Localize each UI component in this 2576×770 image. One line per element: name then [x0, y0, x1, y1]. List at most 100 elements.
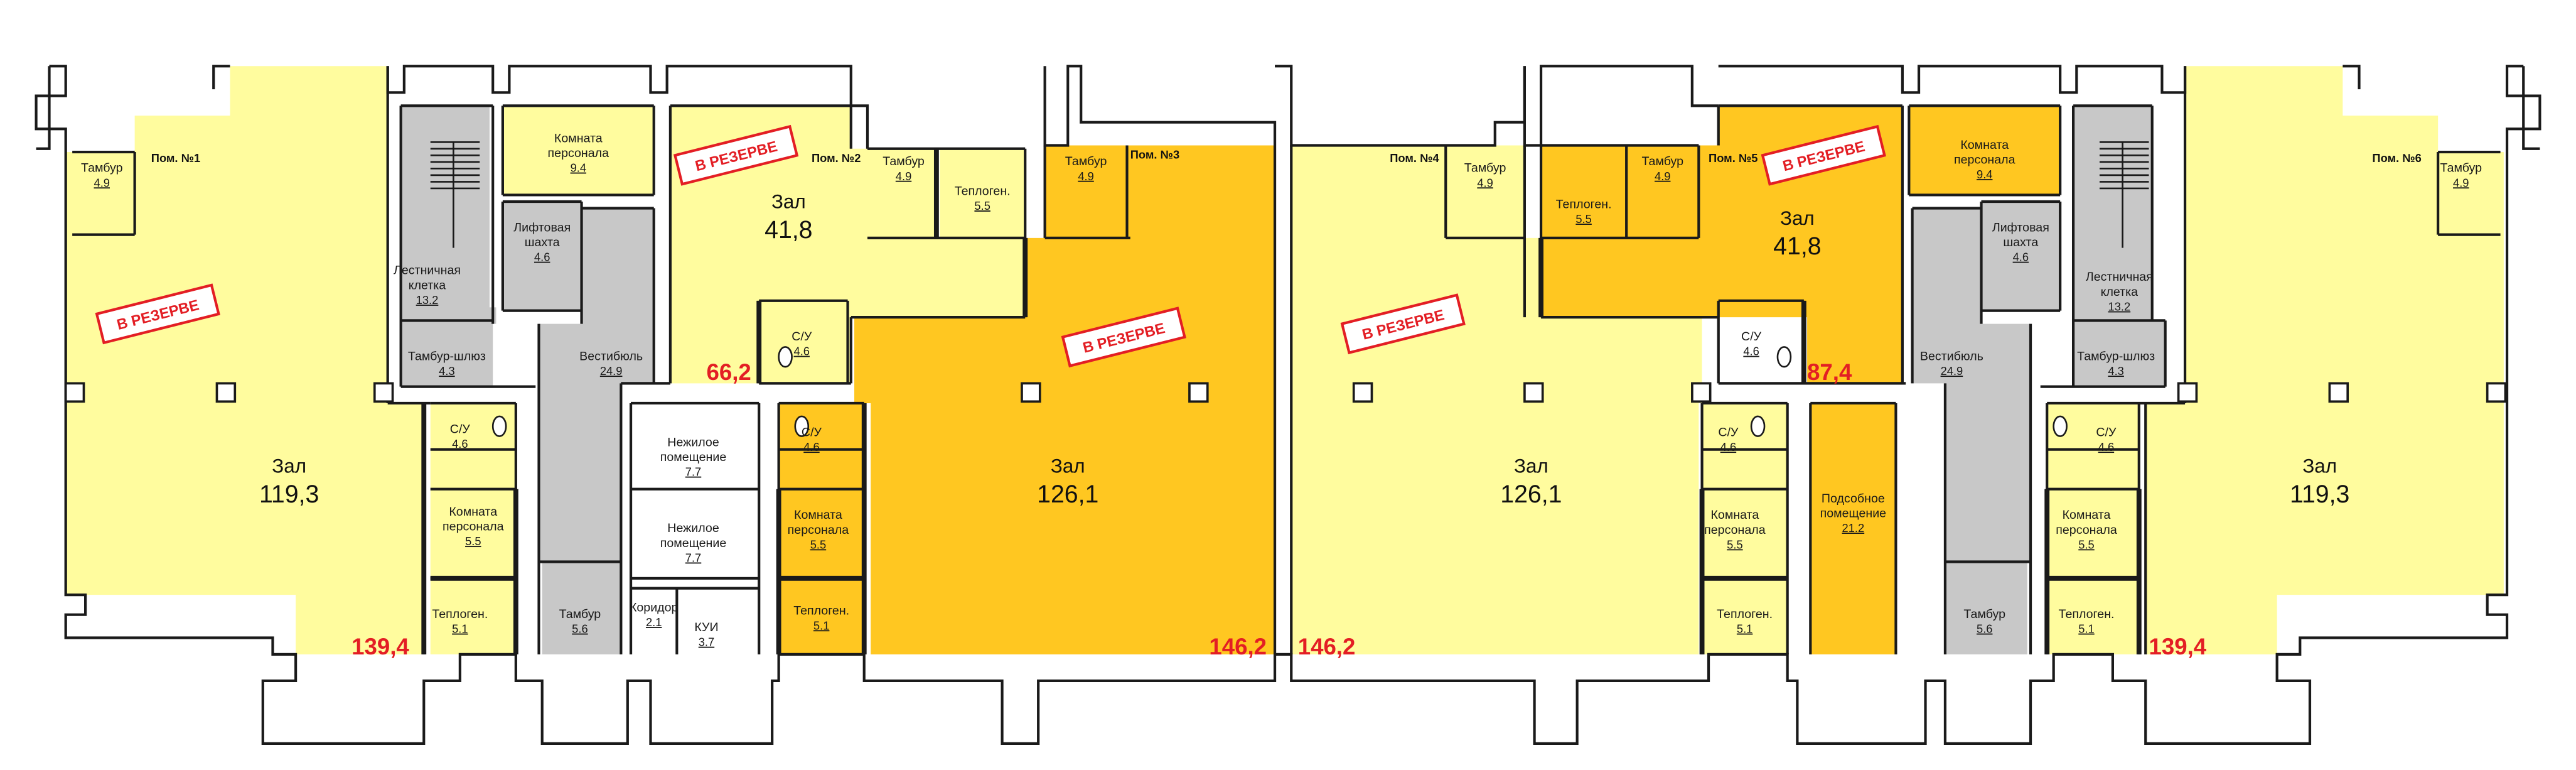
- room-area: 5.1: [1737, 622, 1752, 636]
- unit-label: Пом. №3: [1130, 148, 1179, 161]
- column: [373, 382, 394, 403]
- column: [1352, 382, 1373, 403]
- unit-6-fill[interactable]: [2145, 66, 2504, 654]
- room-area: 4.9: [1078, 170, 1093, 183]
- room-area: 4.6: [534, 251, 550, 264]
- room-name: персонала: [2056, 523, 2117, 537]
- reserve-stamp-border: [673, 124, 799, 186]
- hall-area: 126,1: [1037, 480, 1098, 508]
- column: [1691, 382, 1712, 403]
- top-wall-g: [1718, 65, 2187, 94]
- column: [2177, 382, 2198, 403]
- thick-walls: [421, 148, 2142, 654]
- unit-5-staff-fill[interactable]: [1909, 106, 2061, 195]
- room-name: Тамбур: [1065, 155, 1107, 168]
- room-name: персонала: [1954, 153, 2015, 166]
- unit-5-utility-fill[interactable]: [1810, 403, 1896, 654]
- room-area: 3.7: [699, 636, 714, 649]
- room-area: 4.6: [452, 437, 468, 450]
- tambour-4-fill: [1446, 145, 1525, 238]
- top-wall-right: [2522, 66, 2540, 150]
- room-area: 24.9: [600, 364, 623, 377]
- unit-3-fill[interactable]: [854, 145, 1275, 654]
- hall-name: Зал: [272, 455, 306, 477]
- room-name: клетка: [2101, 285, 2138, 299]
- room-name: персонала: [788, 523, 849, 537]
- lift-left-gray: [502, 201, 582, 311]
- room-labels: Тамбур4.9Лестничнаяклетка13.2Тамбур-шлюз…: [81, 131, 2482, 659]
- room-area: 9.4: [571, 161, 586, 175]
- room-name: Комната: [794, 508, 842, 522]
- room-area: 5.6: [572, 622, 588, 636]
- toilet-icons: [491, 346, 2068, 437]
- room-area: 5.5: [1575, 212, 1591, 225]
- hall-area: 126,1: [1500, 480, 1562, 508]
- room-name: помещение: [660, 450, 727, 464]
- unit-total-area: 66,2: [706, 359, 751, 385]
- room-name: Тамбур: [1963, 607, 2005, 621]
- room-name: персонала: [443, 519, 504, 533]
- room-area: 5.5: [974, 199, 990, 212]
- room-name: Комната: [449, 505, 497, 519]
- top-wall-left: [36, 66, 51, 150]
- column: [2328, 382, 2349, 403]
- unit-4-rooms-fill[interactable]: [1702, 403, 1788, 654]
- top-wall-a: [212, 65, 230, 90]
- unit-label: Пом. №5: [1709, 151, 1758, 165]
- room-name: Комната: [554, 131, 603, 145]
- unit-label: Пом. №2: [812, 151, 861, 165]
- room-name: помещение: [1820, 506, 1887, 520]
- room-area: 7.7: [685, 551, 701, 564]
- toilet-icon: [1776, 346, 1792, 368]
- room-area: 13.2: [2108, 300, 2131, 313]
- unit-1-fill[interactable]: [65, 66, 424, 654]
- column: [2486, 382, 2507, 403]
- room-area: 4.6: [2013, 251, 2029, 264]
- room-name: клетка: [409, 278, 446, 292]
- room-name: Теплоген.: [2059, 607, 2115, 621]
- room-area: 5.5: [1727, 538, 1742, 551]
- reserve-stamp-border: [95, 283, 220, 345]
- top-wall-b: [386, 65, 852, 106]
- hall-name: Зал: [2302, 455, 2337, 477]
- room-name: КУИ: [694, 621, 718, 634]
- room-area: 5.1: [2078, 622, 2094, 636]
- column: [1021, 382, 1041, 403]
- tambour-1-fill: [72, 152, 135, 235]
- room-name: С/У: [792, 330, 812, 344]
- unit-6-rooms-fill[interactable]: [2047, 403, 2139, 654]
- room-area: 4.9: [1477, 176, 1493, 189]
- tambour-lock-left-gray: [400, 320, 493, 387]
- unit-3-wc-fill[interactable]: [778, 403, 864, 654]
- top-wall-h: [2343, 65, 2361, 90]
- hall-area: 119,3: [2290, 480, 2349, 508]
- core-right-gray: [2073, 106, 2152, 324]
- hall-area: 41,8: [1773, 232, 1821, 260]
- core-left-gray: [400, 106, 496, 324]
- room-name: Коридор: [630, 600, 679, 614]
- hall-area: 119,3: [259, 480, 319, 508]
- room-name: персонала: [1704, 523, 1766, 537]
- hall-name: Зал: [1780, 207, 1815, 229]
- room-area: 5.5: [465, 534, 481, 548]
- room-name: Тамбур: [1641, 155, 1683, 168]
- room-area: 4.9: [2453, 176, 2469, 189]
- unit-4-fill[interactable]: [1291, 145, 1702, 654]
- vestibule-left-gray: [539, 208, 654, 562]
- room-area: 4.3: [439, 364, 454, 377]
- room-area: 2.1: [646, 615, 662, 629]
- tambour-5-fill: [1629, 145, 1699, 238]
- room-area: 4.6: [1743, 345, 1759, 358]
- room-area: 4.6: [803, 440, 819, 453]
- toilet-icon: [1750, 415, 1766, 437]
- hall-name: Зал: [1514, 455, 1548, 477]
- tambour-left-bottom-gray: [542, 561, 621, 654]
- unit-label: Пом. №6: [2372, 151, 2421, 165]
- room-name: помещение: [660, 536, 727, 550]
- room-name: Теплоген.: [1717, 607, 1773, 621]
- top-wall-d: [1043, 65, 1277, 147]
- room-name: Вестибюль: [579, 349, 643, 363]
- unit-total-area: 139,4: [2149, 634, 2206, 659]
- column: [1523, 382, 1544, 403]
